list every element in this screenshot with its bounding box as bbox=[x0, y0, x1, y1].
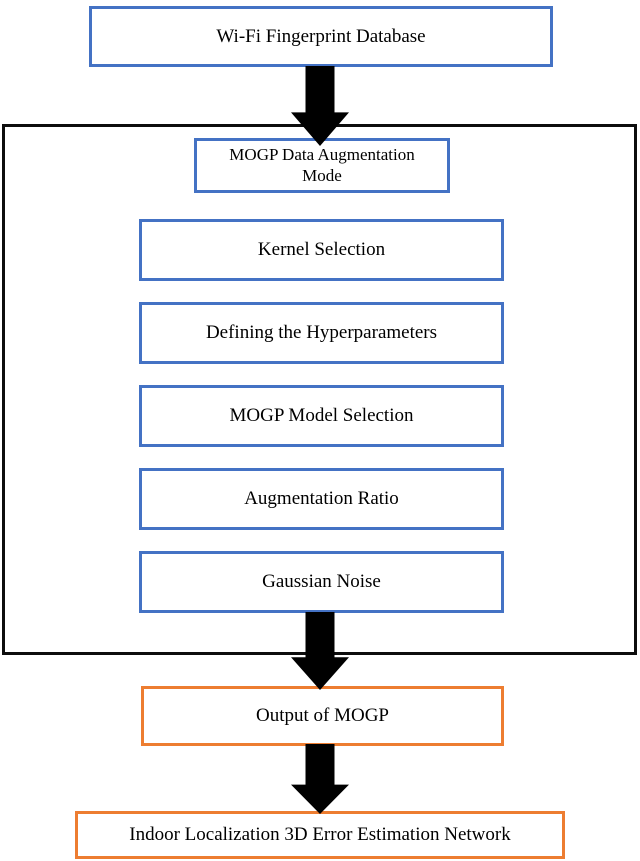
node-label: Defining the Hyperparameters bbox=[205, 322, 438, 344]
node-label: MOGP Data Augmentation Mode bbox=[229, 144, 415, 185]
node-augmentation-ratio[interactable]: Augmentation Ratio bbox=[139, 468, 504, 530]
node-gaussian-noise[interactable]: Gaussian Noise bbox=[139, 551, 504, 613]
node-label: Indoor Localization 3D Error Estimation … bbox=[129, 824, 511, 846]
node-indoor-localization-3d-error-estimation-network[interactable]: Indoor Localization 3D Error Estimation … bbox=[75, 811, 565, 859]
node-label: Augmentation Ratio bbox=[244, 488, 399, 510]
node-label: Gaussian Noise bbox=[262, 571, 381, 593]
node-output-of-mogp[interactable]: Output of MOGP bbox=[141, 686, 504, 746]
node-defining-the-hyperparameters[interactable]: Defining the Hyperparameters bbox=[139, 302, 504, 364]
down-arrow-icon-output-to-localization bbox=[291, 744, 349, 814]
node-mogp-model-selection[interactable]: MOGP Model Selection bbox=[139, 385, 504, 447]
node-kernel-selection[interactable]: Kernel Selection bbox=[139, 219, 504, 281]
node-mogp-data-augmentation-mode[interactable]: MOGP Data Augmentation Mode bbox=[194, 138, 450, 193]
node-wifi-fingerprint-database[interactable]: Wi-Fi Fingerprint Database bbox=[89, 6, 553, 67]
down-arrow-icon-database-to-mogp bbox=[291, 66, 349, 146]
node-label: MOGP Model Selection bbox=[229, 405, 414, 427]
node-label: Kernel Selection bbox=[257, 239, 386, 261]
node-label: Output of MOGP bbox=[255, 705, 389, 727]
node-label: Wi-Fi Fingerprint Database bbox=[216, 25, 426, 47]
down-arrow-icon-gaussian-to-output bbox=[291, 612, 349, 690]
